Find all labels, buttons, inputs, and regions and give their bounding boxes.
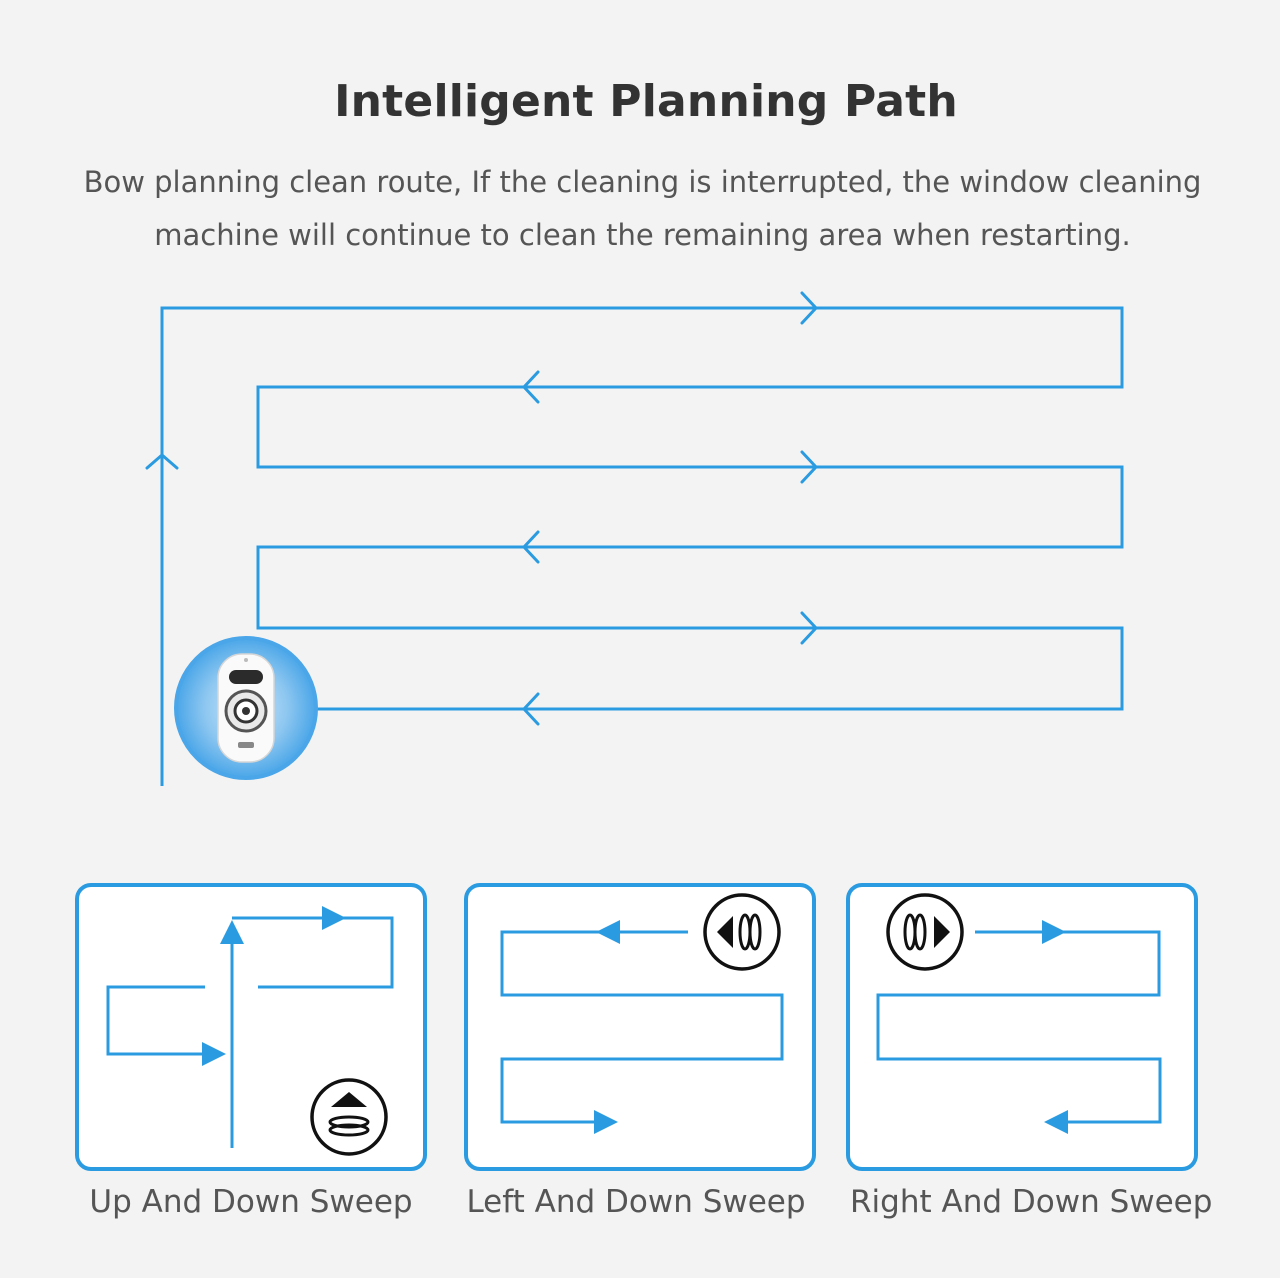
left-sweep-icon (703, 893, 781, 971)
arrow-right-icon (322, 906, 346, 930)
mode-card-up-down (75, 883, 427, 1171)
page-description: Bow planning clean route, If the cleanin… (30, 156, 1255, 262)
main-path-line (160, 306, 1124, 786)
mode-card-left-down (464, 883, 816, 1171)
arrow-left-icon (596, 920, 620, 944)
arrow-up-icon (145, 453, 179, 470)
arrow-up-icon (220, 920, 244, 944)
description-line-2: machine will continue to clean the remai… (154, 218, 1131, 252)
arrow-right-icon (800, 291, 819, 325)
arrow-left-icon (521, 530, 540, 564)
arrow-right-icon (800, 611, 819, 645)
arrow-left-icon (1044, 1110, 1068, 1134)
mode-label-right-down: Right And Down Sweep (850, 1184, 1213, 1220)
mode-label-up-down: Up And Down Sweep (89, 1184, 413, 1220)
arrow-right-icon (1042, 920, 1066, 944)
right-sweep-icon (886, 893, 964, 971)
arrow-right-icon (202, 1042, 226, 1066)
arrow-right-icon (800, 450, 819, 484)
page-title: Intelligent Planning Path (334, 76, 958, 127)
up-sweep-icon (310, 1078, 388, 1156)
window-cleaning-robot-icon (174, 636, 318, 780)
mode-card-right-down (846, 883, 1198, 1171)
arrow-right-icon (594, 1110, 618, 1134)
description-line-1: Bow planning clean route, If the cleanin… (83, 165, 1202, 199)
main-path-arrows (145, 291, 819, 726)
mode-label-left-down: Left And Down Sweep (466, 1184, 806, 1220)
arrow-left-icon (521, 370, 540, 404)
arrow-left-icon (521, 692, 540, 726)
main-bow-path (160, 306, 1124, 786)
